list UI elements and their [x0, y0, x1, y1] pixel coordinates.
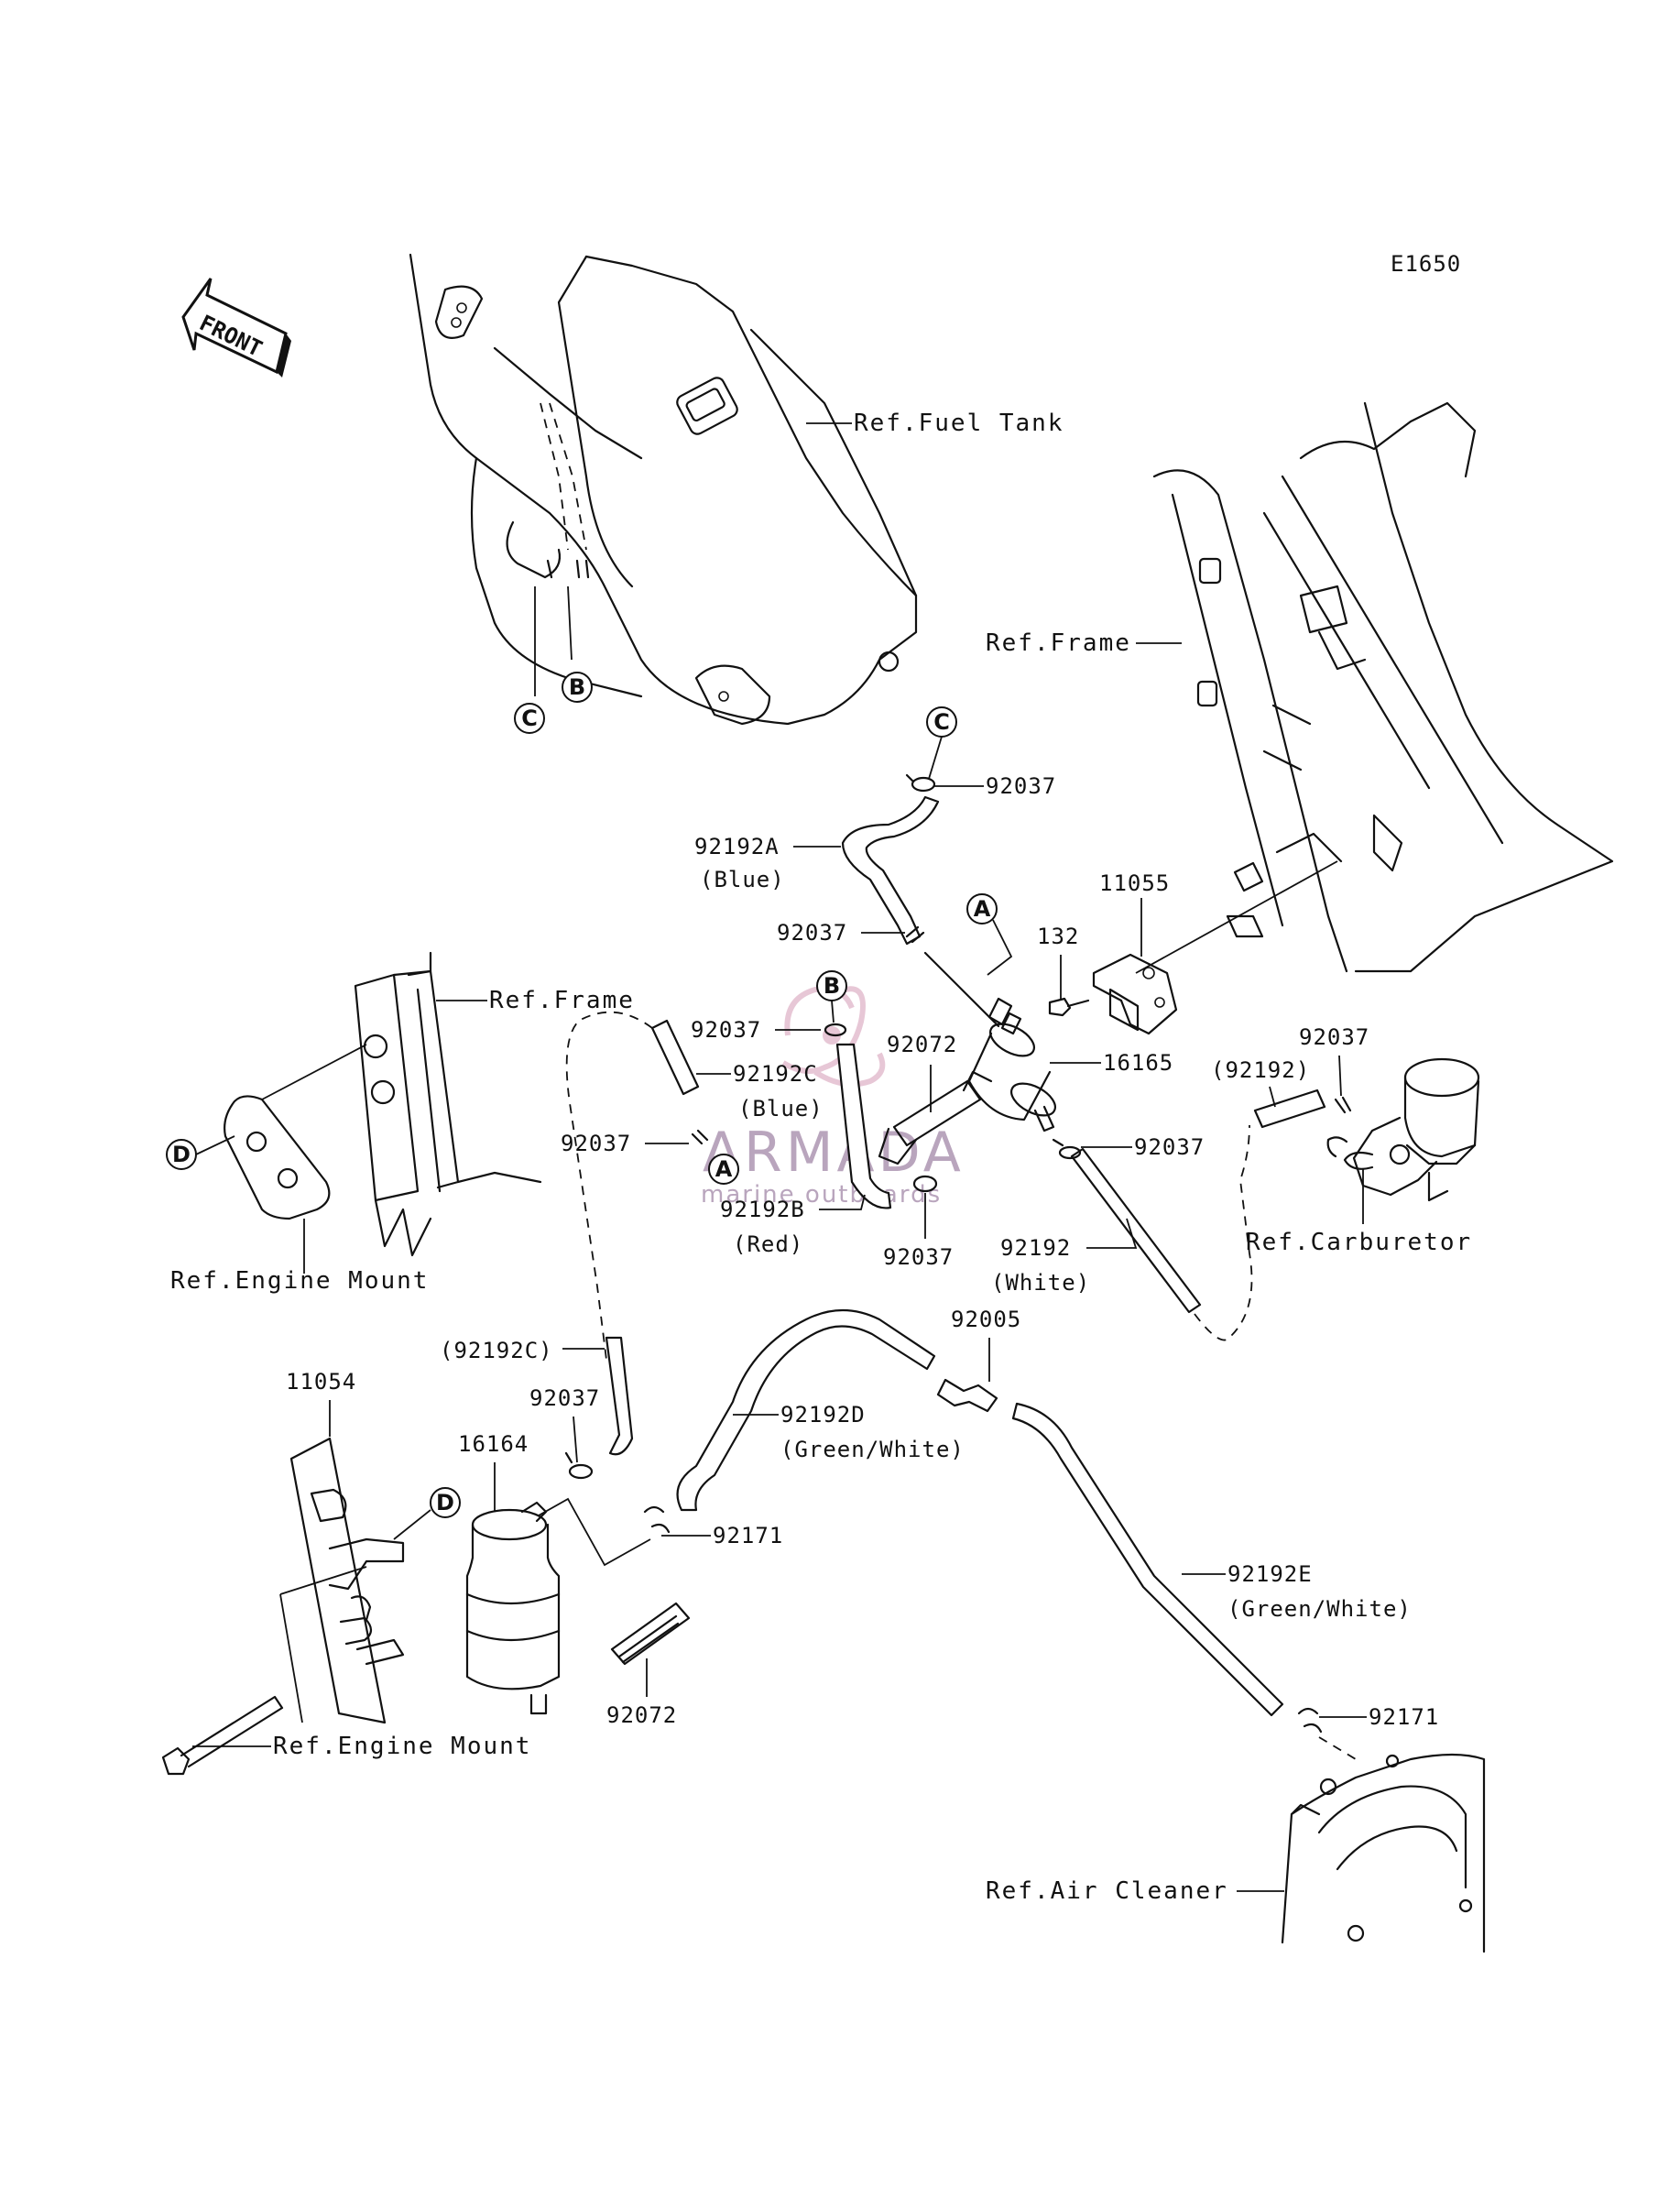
clip-92171-lower	[1297, 1707, 1323, 1734]
part-92037-lower: 92037	[883, 1244, 954, 1270]
part-92192c: 92192C	[733, 1061, 818, 1087]
part-92192a: 92192A	[694, 834, 780, 859]
hose-92192d	[676, 1308, 936, 1512]
part-92037-canister: 92037	[529, 1385, 600, 1411]
clamp-92037-lower	[912, 1175, 938, 1193]
hose-92192-carb	[1253, 1089, 1326, 1129]
part-92037-carb: 92037	[1299, 1024, 1369, 1050]
bracket-11054	[289, 1437, 405, 1724]
diagram-code: E1650	[1391, 251, 1461, 277]
clamp-92037-right	[1052, 1138, 1082, 1160]
part-92072-upper: 92072	[887, 1032, 957, 1057]
callout-d-frame: D	[166, 1139, 197, 1170]
strap-92072-upper	[878, 1070, 993, 1165]
svg-text:A: A	[974, 896, 991, 922]
ref-frame-right-label: Ref.Frame	[986, 629, 1131, 657]
svg-text:D: D	[172, 1142, 191, 1167]
ref-engine-mount-lower-label: Ref.Engine Mount	[273, 1733, 531, 1760]
callout-b-hose: B	[816, 970, 847, 1001]
part-92192d-color: (Green/White)	[780, 1437, 965, 1462]
part-92037-left: 92037	[561, 1131, 631, 1156]
bolt-132	[1048, 997, 1090, 1017]
part-92192b: 92192B	[720, 1197, 805, 1222]
hose-92192e	[1011, 1402, 1284, 1717]
part-11055: 11055	[1099, 870, 1170, 896]
clamp-92037-canister	[564, 1451, 594, 1480]
part-16164: 16164	[458, 1431, 529, 1457]
svg-text:B: B	[824, 973, 840, 999]
callout-a-lower: A	[708, 1154, 739, 1185]
svg-text:C: C	[933, 709, 950, 735]
hose-92192c-lower	[605, 1336, 634, 1456]
hose-92192a	[841, 795, 940, 946]
canister-filter-16165	[967, 997, 1056, 1132]
callout-b-tank: B	[562, 672, 593, 703]
carburetor	[1326, 1057, 1480, 1224]
part-92037-a: 92037	[777, 920, 847, 946]
clamp-92037-carb	[1334, 1096, 1352, 1114]
callout-a-upper: A	[966, 893, 998, 924]
clamp-92037-b	[824, 1023, 847, 1037]
part-92192c-color: (Blue)	[738, 1096, 824, 1121]
canister-16164	[465, 1501, 561, 1715]
frame-right	[1152, 401, 1614, 973]
callout-c-tank: C	[514, 703, 545, 734]
ref-air-cleaner-label: Ref.Air Cleaner	[986, 1877, 1228, 1905]
part-92192-paren: (92192)	[1211, 1057, 1310, 1083]
part-92037-top: 92037	[986, 773, 1056, 799]
callout-d-bracket: D	[430, 1487, 461, 1518]
engine-mount-bolt	[161, 1695, 284, 1776]
svg-text:A: A	[715, 1156, 733, 1182]
part-92171-lower: 92171	[1369, 1704, 1439, 1730]
callout-c-hose: C	[926, 706, 957, 738]
clamp-92037-left	[691, 1129, 709, 1145]
ref-engine-mount-upper-label: Ref.Engine Mount	[170, 1267, 429, 1295]
clip-92171-upper	[643, 1505, 671, 1534]
part-92192d: 92192D	[780, 1402, 866, 1428]
fitting-92005	[936, 1378, 998, 1413]
strap-92072-lower	[610, 1602, 691, 1666]
part-92072-lower: 92072	[606, 1702, 677, 1728]
part-92005: 92005	[951, 1307, 1021, 1332]
dash-route-carb	[1194, 1124, 1253, 1341]
dash-route-canister	[565, 1011, 653, 1361]
svg-text:C: C	[521, 706, 538, 731]
ref-frame-left-label: Ref.Frame	[489, 987, 635, 1014]
svg-text:D: D	[436, 1490, 454, 1515]
part-92192: 92192	[1000, 1235, 1071, 1261]
svg-text:B: B	[569, 674, 585, 700]
bracket-11055	[1092, 860, 1338, 1035]
part-16165: 16165	[1103, 1050, 1173, 1076]
watermark: ARMADA marine outboards	[701, 986, 965, 1209]
watermark-brand: ARMADA	[703, 1121, 965, 1185]
ref-carburetor-label: Ref.Carburetor	[1246, 1229, 1472, 1256]
clamp-92037-top	[905, 773, 936, 793]
hose-92192-white	[1070, 1147, 1202, 1314]
engine-mount-plate	[224, 1095, 331, 1220]
part-92171-upper: 92171	[713, 1523, 783, 1548]
part-92192e-color: (Green/White)	[1227, 1596, 1412, 1622]
fuel-tank	[409, 253, 918, 726]
front-arrow-icon: FRONT	[181, 278, 291, 377]
part-11054: 11054	[286, 1369, 356, 1395]
part-92037-right: 92037	[1134, 1134, 1205, 1160]
part-92192a-color: (Blue)	[700, 867, 785, 892]
part-132: 132	[1037, 924, 1079, 949]
part-92192e: 92192E	[1227, 1561, 1313, 1587]
part-92192c-paren: (92192C)	[440, 1338, 553, 1363]
ref-fuel-tank-label: Ref.Fuel Tank	[854, 410, 1064, 437]
clamp-92037-a	[905, 925, 925, 944]
watermark-tagline: marine outboards	[701, 1181, 942, 1209]
hose-link	[923, 951, 1000, 1028]
part-92037-b: 92037	[691, 1017, 761, 1043]
part-92192b-color: (Red)	[733, 1231, 803, 1257]
air-cleaner	[1281, 1753, 1486, 1953]
frame-left	[354, 951, 542, 1257]
hose-92192b	[835, 1043, 892, 1209]
part-92192-color: (White)	[991, 1270, 1090, 1296]
hose-92192c	[650, 1019, 700, 1096]
